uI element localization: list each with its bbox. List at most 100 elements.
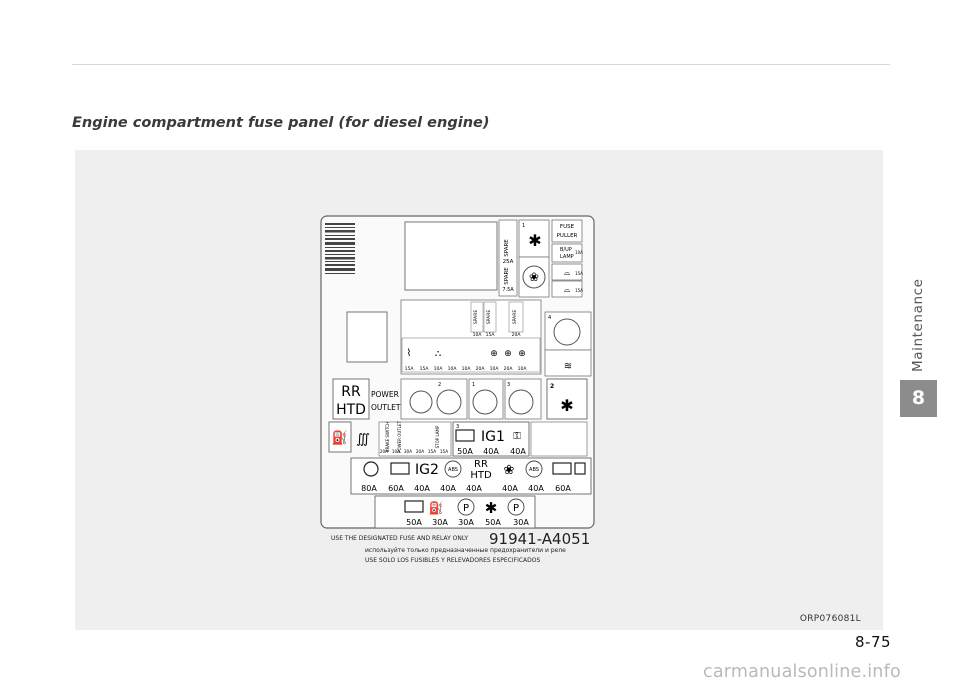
defrost-icon: ≋ — [564, 361, 572, 372]
relay-icon — [472, 389, 498, 415]
chapter-tab: 8 — [900, 380, 937, 417]
backup-lamp-label: LAMP — [560, 254, 574, 260]
relay-icon — [508, 389, 534, 415]
rating-label: 10A — [473, 332, 483, 338]
fuse-puller-label: FUSE — [560, 224, 575, 230]
figure-code: ORP076081L — [799, 614, 861, 624]
rating-label: 15A — [575, 288, 583, 293]
parking-label: P — [463, 503, 469, 514]
abs-label: ABS — [529, 467, 539, 473]
glow-plug-icon: ⊕ — [490, 349, 498, 359]
slot-number: 3 — [507, 382, 510, 388]
rating-label: 15A — [440, 449, 448, 454]
rating-label: 10A — [448, 366, 458, 372]
battery-icon — [574, 462, 586, 475]
rating-label: 10A — [518, 366, 528, 372]
section-title: Engine compartment fuse panel (for diese… — [72, 115, 490, 131]
watermark: carmanualsonline.info — [703, 662, 901, 682]
ig-label: IG1 — [481, 429, 505, 445]
rating-label: 10A — [490, 366, 500, 372]
power-outlet-label: POWER — [371, 390, 399, 399]
label-window — [404, 221, 498, 291]
slot-number: 1 — [472, 382, 475, 388]
rating-label: 15A — [486, 332, 496, 338]
label-window-small — [346, 311, 388, 363]
backup-lamp-label: B/UP — [560, 247, 572, 253]
rating-label: 15A — [575, 271, 583, 276]
spare-label: SPARE — [504, 267, 510, 285]
rating-label: 40A — [483, 447, 499, 456]
rating-label: 50A — [457, 447, 473, 456]
rating-label: 30A — [458, 518, 474, 527]
header-rule — [72, 64, 890, 65]
fan-icon: ✱ — [560, 396, 573, 415]
rating-label: 10A — [434, 366, 444, 372]
rating-label: 50A — [485, 518, 501, 527]
rating-label: 20A — [504, 366, 514, 372]
slot-number: 3 — [456, 424, 459, 430]
relay-icon — [436, 389, 462, 415]
glow-plug-icon: ⊕ — [518, 349, 526, 359]
glow-plug-icon: ⊕ — [504, 349, 512, 359]
rating-label: 25A — [503, 259, 514, 265]
rating-label: 20A — [512, 332, 522, 338]
rating-label: 40A — [510, 447, 526, 456]
footer-line: используйте только предназначенные предо… — [365, 547, 566, 554]
fuse-label: STOP LAMP — [435, 425, 440, 448]
horn-icon: ⌇ — [407, 348, 412, 359]
row2-ratings: 80A 60A 40A 40A 40A 40A 40A 60A — [361, 484, 571, 493]
rating-label: 40A — [440, 484, 456, 493]
rating-label: 7.5A — [502, 287, 514, 293]
parking-icon — [507, 498, 525, 516]
rating-label: 80A — [361, 484, 377, 493]
rating-label: 20A — [380, 449, 388, 454]
fuse-puller-label: PULLER — [557, 233, 578, 239]
rating-label: 10A — [462, 366, 472, 372]
slot-number: 2 — [550, 383, 554, 390]
battery-icon — [404, 500, 424, 513]
rating-label: 30A — [513, 518, 529, 527]
fuel-icon: ⛽ — [429, 501, 444, 515]
part-number: 91941-A4051 — [489, 530, 590, 548]
battery-icon — [390, 462, 410, 475]
wiper-icon: ⌓ — [564, 285, 571, 294]
rating-label: 10A — [575, 250, 583, 255]
rating-label: 40A — [466, 484, 482, 493]
fuse-panel-diagram: SPARE 25A SPARE 7.5A 1 ✱ ❀ FUSE PULLER B… — [320, 215, 595, 564]
rating-label: 50A — [406, 518, 422, 527]
rating-label: 20A — [476, 366, 486, 372]
relay-icon — [409, 390, 433, 414]
spare-label: SPARE — [512, 310, 518, 324]
abs-label: ABS — [448, 467, 458, 473]
fan-blade-icon: ❀ — [529, 270, 539, 284]
rating-label: 30A — [432, 518, 448, 527]
key-icon: ⚿ — [513, 431, 521, 442]
rating-label: 15A — [420, 366, 430, 372]
fan-icon: ✱ — [485, 499, 498, 517]
abs-icon — [525, 460, 543, 478]
rr-htd-label: RR — [341, 384, 361, 400]
page-number: 8-75 — [855, 633, 892, 651]
fuse-label: POWER OUTLET — [397, 421, 402, 453]
rating-label: 40A — [528, 484, 544, 493]
battery-icon — [552, 462, 572, 475]
rating-label: 20A — [416, 449, 424, 454]
rr-htd-label: HTD — [336, 402, 366, 418]
rating-label: 15A — [405, 366, 415, 372]
relay-icon — [553, 318, 581, 346]
lamp-icon: ⛬ — [435, 349, 441, 359]
ig-label: IG2 — [415, 462, 439, 478]
rating-label: 10A — [392, 449, 400, 454]
rating-label: 60A — [555, 484, 571, 493]
rating-label: 30A — [404, 449, 412, 454]
heater-icon: ∭ — [356, 432, 370, 447]
wiper-icon: ⌓ — [564, 268, 571, 277]
fuel-icon: ⛽ — [332, 430, 348, 446]
fan-blade-icon: ❀ — [504, 463, 515, 478]
abs-icon — [444, 460, 462, 478]
slot-number: 1 — [522, 223, 525, 229]
battery-icon — [455, 429, 475, 442]
rr-htd-label: RR — [474, 459, 488, 470]
slot-number: 2 — [438, 382, 441, 388]
parking-label: P — [513, 503, 519, 514]
